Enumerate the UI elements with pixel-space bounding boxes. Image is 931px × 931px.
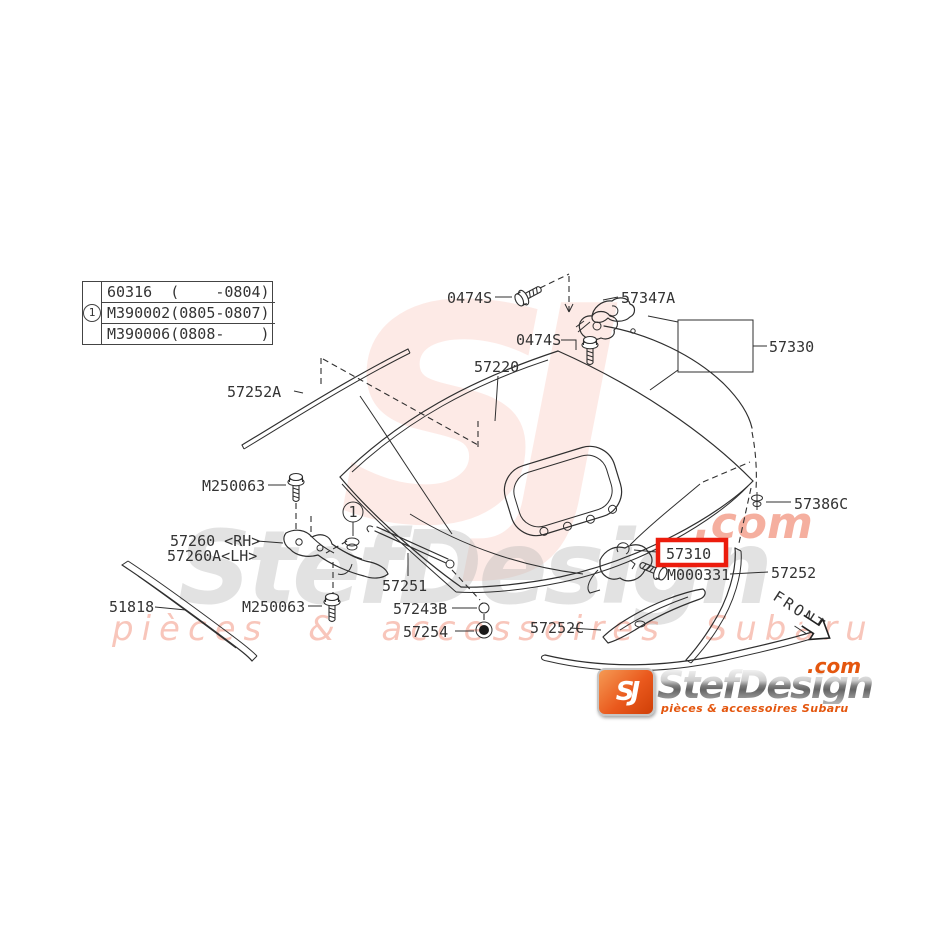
label-0474s-top: 0474S [447,289,492,307]
scoop-tab-3 [585,514,595,524]
label-57252: 57252 [771,564,816,582]
grommet-57254-icon [475,621,493,639]
hood-front-right-edge [460,480,754,588]
table-date-range: (0805-0807) [170,304,270,322]
logo-brand-name: StefDesign [657,663,874,707]
table-part-number: M390002 [107,304,171,322]
label-57347a: 57347A [621,289,675,307]
label-57252a: 57252A [227,383,281,401]
hinge-badge-number: 1 [348,503,357,521]
table-note-badge: 1 [83,304,101,322]
stay-bracket-57252c [602,588,706,644]
logo-tagline: pièces & accessoires Subaru [661,702,849,715]
stefdesign-logo: SJ StefDesign .com pièces & accessoires … [595,656,875,720]
label-m250063-lower: M250063 [242,598,305,616]
label-57330: 57330 [769,338,814,356]
label-m250063-upper: M250063 [202,477,265,495]
bolt-m250063-lower-icon [323,592,341,623]
table-date-range: (0808- ) [170,325,270,343]
release-cable-57330 [603,315,767,544]
table-date-range: ( -0804) [170,283,270,301]
table-part-number: M390006 [107,325,171,343]
clip-57386c-icon [751,492,763,510]
side-molding-57252 [685,547,742,664]
label-57254: 57254 [403,623,448,641]
table-badge-cell: 1 [83,282,102,344]
latch-striker [578,310,619,341]
table-row: 60316 ( -0804) [102,282,275,302]
hood-scoop-opening [503,445,623,537]
scoop-tab-2 [562,521,572,531]
hood-front-left-edge [339,476,462,588]
cable-bead [630,328,636,334]
scoop-tab-4 [608,504,618,514]
logo-sj-monogram-icon: SJ [597,668,655,716]
weatherstrip-57252a [241,348,479,450]
table-part-number: 60316 [107,283,153,301]
hood-front-left-thickness [341,483,457,593]
hood-right-edge [557,350,754,482]
hinge-note-badge: 1 [342,501,364,551]
hinge-grommet [344,537,360,551]
table-row: M390006 (0808- ) [102,323,275,344]
scoop-outer [503,445,623,537]
label-57220: 57220 [474,358,519,376]
label-57386c: 57386C [794,495,848,513]
scoop-inner [513,454,613,528]
table-row: M390002 (0805-0807) [102,302,275,323]
logo-dot-com: .com [807,654,862,678]
scoop-tab-1 [539,526,549,536]
hood-front-right-thickness [455,485,749,594]
front-molding-51818 [121,560,258,662]
applicability-table: 1 60316 ( -0804) M390002 (0805-0807) M39… [82,281,275,345]
hood-rear-edge [339,350,559,478]
prop-rod-57251 [366,525,481,601]
front-arrow-icon [801,614,831,641]
highlighted-part-57310[interactable]: 57310 [655,537,729,568]
hood-rear-inner-line [351,359,549,473]
label-57260-rh: 57260 <RH> [170,532,260,550]
label-m000331: M000331 [667,566,730,584]
clip-57243b-icon [478,602,490,614]
hood-crease-front [409,513,584,575]
bolt-m250063-upper-icon [287,472,305,503]
label-57243b: 57243B [393,600,447,618]
cable-callout-box [677,319,754,373]
hood-hinge-57260 [283,529,389,579]
front-indicator: FRONT [770,587,831,641]
bolt-0474s-mid-icon [581,335,599,366]
direction-arrow [575,320,591,333]
bolt-0474s-top-icon [511,280,546,310]
label-57252c: 57252C [530,619,584,637]
leader-lines [154,296,791,632]
hood-panel [339,350,754,594]
label-57251: 57251 [382,577,427,595]
highlight-box[interactable] [655,537,729,568]
label-57260a-lh: 57260A<LH> [167,547,257,565]
label-51818: 51818 [109,598,154,616]
label-57310[interactable]: 57310 [666,545,711,563]
label-0474s-mid: 0474S [516,331,561,349]
hood-crease-left [359,395,453,535]
bolt-guide-dash [539,273,570,312]
hood-lock-57310 [587,461,751,594]
